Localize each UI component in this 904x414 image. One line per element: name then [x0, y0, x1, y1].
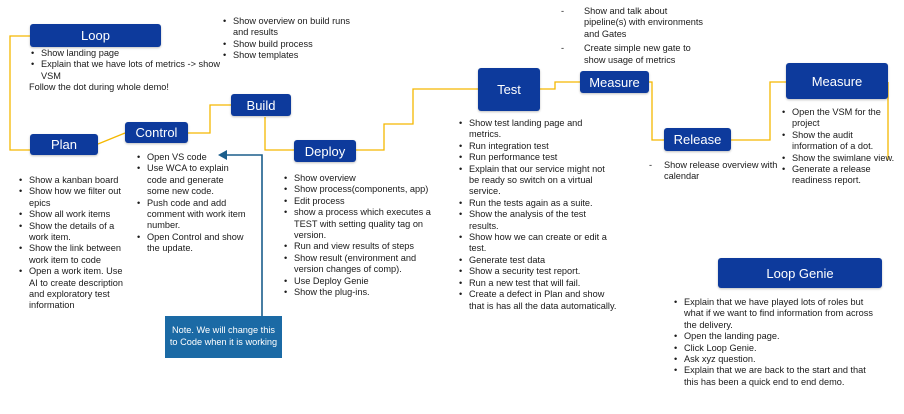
note-item: Run the tests again as a suite. — [457, 198, 617, 210]
callout-note: Note. We will change this to Code when i… — [165, 316, 282, 358]
note-item: Open Control and show the update. — [135, 232, 247, 255]
note-item: Use WCA to explain code and generate som… — [135, 163, 247, 197]
note-item: Show landing page — [29, 48, 229, 60]
note-item: Show a security test report. — [457, 266, 617, 278]
note-item: Show overview — [282, 173, 440, 185]
note-item: Show and talk about pipeline(s) with env… — [560, 6, 710, 40]
notes-release: Show release overview with calendar — [648, 160, 788, 183]
note-item: Ask xyz question. — [672, 354, 882, 366]
note-item: Explain that our service might not be re… — [457, 164, 617, 198]
note-item: Show overview on build runs and results — [221, 16, 361, 39]
notes-deploy: Show overview Show process(components, a… — [282, 173, 440, 299]
note-item: Explain that we have played lots of role… — [672, 297, 882, 331]
stage-deploy: Deploy — [294, 140, 356, 162]
stage-measure: Measure — [786, 63, 888, 99]
note-item: Show how we can create or edit a test. — [457, 232, 617, 255]
note-item: Show test landing page and metrics. — [457, 118, 617, 141]
notes-build-top: Show overview on build runs and results … — [221, 16, 361, 62]
notes-loop-footer: Follow the dot during whole demo! — [29, 82, 169, 93]
note-item: Show the plug-ins. — [282, 287, 440, 299]
note-item: Show templates — [221, 50, 361, 62]
connector-plan-control — [97, 132, 126, 145]
note-item: Show how we filter out epics — [17, 186, 123, 209]
note-item: Show the audit information of a dot. — [780, 130, 896, 153]
connector-build-deploy — [264, 117, 294, 151]
note-item: Open the landing page. — [672, 331, 882, 343]
notes-measure-top: Show and talk about pipeline(s) with env… — [560, 6, 710, 66]
note-item: Show build process — [221, 39, 361, 51]
note-item: Explain that we are back to the start an… — [672, 365, 882, 388]
note-item: Show the link between work item to code — [17, 243, 123, 266]
stage-test: Test — [478, 68, 540, 111]
stage-loop-genie: Loop Genie — [718, 258, 882, 288]
notes-measure: Open the VSM for the project Show the au… — [780, 107, 896, 187]
notes-test: Show test landing page and metrics. Run … — [457, 118, 617, 312]
stage-plan: Plan — [30, 134, 98, 155]
note-item: Open VS code — [135, 152, 247, 164]
note-item: Edit process — [282, 196, 440, 208]
connector-loop-plan — [9, 35, 30, 151]
note-item: Show result (environment and version cha… — [282, 253, 440, 276]
note-item: show a process which executes a TEST wit… — [282, 207, 440, 241]
connector-test-measure — [540, 81, 580, 90]
connector-measure-release — [649, 81, 664, 141]
note-item: Show process(components, app) — [282, 184, 440, 196]
note-item: Create a defect in Plan and show that is… — [457, 289, 617, 312]
note-item: Open the VSM for the project — [780, 107, 896, 130]
note-item: Show the analysis of the test results. — [457, 209, 617, 232]
connector-deploy-test — [356, 88, 478, 151]
note-item: Run integration test — [457, 141, 617, 153]
note-item: Create simple new gate to show usage of … — [560, 43, 710, 66]
note-item: Run and view results of steps — [282, 241, 440, 253]
note-item: Generate test data — [457, 255, 617, 267]
note-item: Use Deploy Genie — [282, 276, 440, 288]
note-item: Show a kanban board — [17, 175, 123, 187]
note-item: Run a new test that will fail. — [457, 278, 617, 290]
note-item: Explain that we have lots of metrics -> … — [29, 59, 229, 82]
note-item: Show the swimlane view. — [780, 153, 896, 165]
stage-release: Release — [664, 128, 731, 151]
note-item: Show release overview with calendar — [648, 160, 788, 183]
connector-release-measure — [731, 81, 786, 141]
notes-control: Open VS code Use WCA to explain code and… — [135, 152, 247, 255]
note-item: Click Loop Genie. — [672, 343, 882, 355]
connector-control-build — [188, 104, 231, 134]
stage-loop: Loop — [30, 24, 161, 47]
note-item: Run performance test — [457, 152, 617, 164]
stage-measure-small: Measure — [580, 71, 649, 93]
notes-plan: Show a kanban board Show how we filter o… — [17, 175, 123, 312]
note-item: Show the details of a work item. — [17, 221, 123, 244]
notes-loop-genie: Explain that we have played lots of role… — [672, 297, 882, 388]
note-item: Push code and add comment with work item… — [135, 198, 247, 232]
note-item: Show all work items — [17, 209, 123, 221]
notes-loop: Show landing page Explain that we have l… — [29, 48, 229, 94]
note-item: Generate a release readiness report. — [780, 164, 896, 187]
note-item: Open a work item. Use AI to create descr… — [17, 266, 123, 312]
stage-build: Build — [231, 94, 291, 116]
stage-control: Control — [125, 122, 188, 143]
